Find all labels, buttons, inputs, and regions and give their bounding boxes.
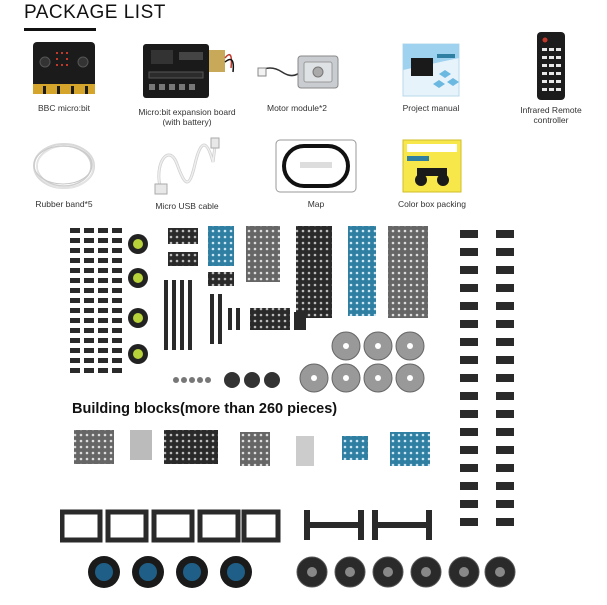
item-label: Motor module*2 xyxy=(266,103,327,113)
map-image xyxy=(274,136,358,196)
item-label: BBC micro:bit xyxy=(38,103,90,113)
item-label: Color box packing xyxy=(397,199,467,209)
item-label-line2: controller xyxy=(533,115,569,125)
rubber-band-image xyxy=(27,136,101,196)
micro-bit-image xyxy=(29,40,99,100)
item-label-line2: (with battery) xyxy=(162,117,212,127)
title-underline xyxy=(24,28,96,31)
item-label: Micro:bit expansion board xyxy=(138,107,236,117)
project-manual-image xyxy=(399,40,463,100)
item-label: Infrared Remote xyxy=(520,105,582,115)
color-box-image xyxy=(399,136,465,196)
item-color-box: Color box packing xyxy=(384,136,480,209)
item-rubber-band: Rubber band*5 xyxy=(18,136,110,209)
item-micro-bit: BBC micro:bit xyxy=(18,40,110,113)
building-blocks-label: Building blocks(more than 260 pieces) xyxy=(72,401,338,417)
building-blocks-image xyxy=(60,226,516,588)
page-title: PACKAGE LIST xyxy=(24,2,166,23)
item-expansion-board: Micro:bit expansion board (with battery) xyxy=(128,38,246,127)
usb-cable-image xyxy=(149,134,225,198)
remote-controller-image xyxy=(531,30,571,102)
item-label: Project manual xyxy=(402,103,460,113)
item-remote-controller: Infrared Remote controller xyxy=(508,30,594,125)
motor-module-image xyxy=(252,44,342,100)
item-motor-module: Motor module*2 xyxy=(250,44,344,113)
item-label: Rubber band*5 xyxy=(35,199,93,209)
item-label: Micro USB cable xyxy=(155,201,219,211)
item-map: Map xyxy=(268,136,364,209)
expansion-board-image xyxy=(137,38,237,104)
item-label: Map xyxy=(307,199,325,209)
item-project-manual: Project manual xyxy=(388,40,474,113)
item-usb-cable: Micro USB cable xyxy=(140,134,234,211)
